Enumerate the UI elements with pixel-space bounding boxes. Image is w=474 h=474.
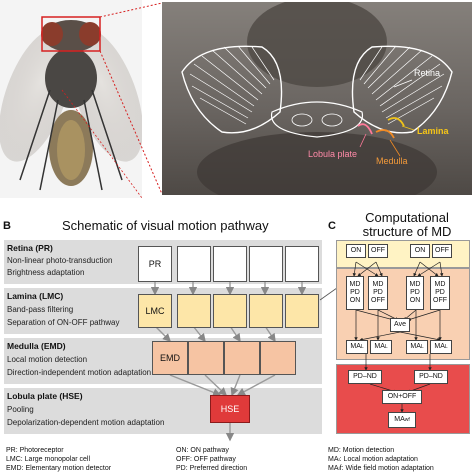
ma-sub: L [360,344,364,350]
layer-desc: Brightness adaptation [7,268,85,277]
legend-item: LMC: Large monopolar cell [6,456,91,463]
pr-box: PR [138,246,172,282]
md-line: OFF [433,297,447,304]
optic-lobe-inset: Retina Lamina Medulla Lobula plate [162,2,472,195]
legend-item: OFF: OFF pathway [176,456,236,463]
lmc-box [213,294,247,328]
md-line: PD [373,289,383,296]
emd-box [260,341,296,375]
emd-box [188,341,224,375]
pr-box [213,246,247,282]
md-line: PD [435,289,445,296]
ma-label: MA [434,343,445,350]
layer-desc: Direction-independent motion adaptation [7,368,152,377]
on-box: ON [410,244,430,258]
layer-band-lobula [4,388,322,434]
label-retina: Retina [414,68,441,78]
panel-c-title-line2: structure of MD [362,224,452,239]
panel-c-title: Computational structure of MD [341,211,473,239]
ma-sub: L [444,344,448,350]
md-box: MD PD ON [406,276,424,310]
panel-letter-c: C [328,220,336,232]
lmc-box [285,294,319,328]
ma-sub: L [420,344,424,350]
layer-desc: Depolarization-dependent motion adaptati… [7,418,165,427]
pr-box [249,246,283,282]
panel-b-title: Schematic of visual motion pathway [62,218,269,233]
md-line: OFF [371,297,385,304]
on-box: ON [346,244,366,258]
layer-desc: Pooling [7,405,34,414]
legend-item: PD: Preferred direction [176,465,248,472]
ma-label: MA [394,416,405,423]
lmc-box: LMC [138,294,172,328]
legend-item: ON: ON pathway [176,447,229,454]
ma-label: MA [374,343,385,350]
md-line: PD [410,289,420,296]
md-line: MD [409,281,421,288]
layer-title: Medulla (EMD) [7,341,66,351]
layer-title: Lamina (LMC) [7,291,64,301]
pd-nd-box: PD–ND [414,370,448,384]
ma-wf-sub: wf [404,417,410,423]
legend-col-2: ON: ON pathway OFF: OFF pathway PD: Pref… [176,446,247,473]
legend-item: PR: Photoreceptor [6,447,64,454]
md-box: MD PD OFF [368,276,388,310]
md-box: MD PD ON [346,276,364,310]
md-line: MD [434,281,446,288]
legend-item: MD: Motion detection [328,447,395,454]
layer-desc: Band-pass filtering [7,305,74,314]
panel-c-title-line1: Computational [365,210,449,225]
hse-box: HSE [210,395,250,423]
ave-box: Ave [390,318,410,332]
layer-desc: Local motion detection [7,355,88,364]
ma-label: MA [410,343,421,350]
md-line: PD [350,289,360,296]
panel-letter-b: B [3,220,11,232]
ma-label: MA [350,343,361,350]
fly-photo [0,0,142,198]
legend-item: MAₗ: Local motion adaptation [328,456,418,463]
layer-desc: Separation of ON-OFF pathway [7,318,120,327]
label-lamina: Lamina [417,126,449,136]
legend-item: EMD: Elementary motion detector [6,465,112,472]
lmc-box [177,294,211,328]
md-box: MD PD OFF [430,276,450,310]
pr-box [285,246,319,282]
md-line: MD [349,281,361,288]
pr-box [177,246,211,282]
label-lobula-plate: Lobula plate [308,149,358,159]
label-medulla: Medulla [376,156,408,166]
emd-box [224,341,260,375]
md-line: ON [409,297,421,304]
on-off-sum-box: ON+OFF [382,390,422,404]
ma-sub: L [384,344,388,350]
emd-box: EMD [152,341,188,375]
lmc-box [249,294,283,328]
legend-col-3: MD: Motion detection MAₗ: Local motion a… [328,446,472,473]
legend-item: MAₗf: Wide field motion adaptation [328,465,434,472]
layer-title: Lobula plate (HSE) [7,391,83,401]
layer-title: Retina (PR) [7,243,53,253]
zoom-connector [100,2,163,195]
legend-col-1: PR: Photoreceptor LMC: Large monopolar c… [6,446,111,473]
md-line: MD [372,281,384,288]
md-line: ON [349,297,361,304]
off-box: OFF [368,244,388,258]
off-box: OFF [432,244,452,258]
layer-desc: Non-linear photo-transduction [7,256,113,265]
pd-nd-box: PD–ND [348,370,382,384]
